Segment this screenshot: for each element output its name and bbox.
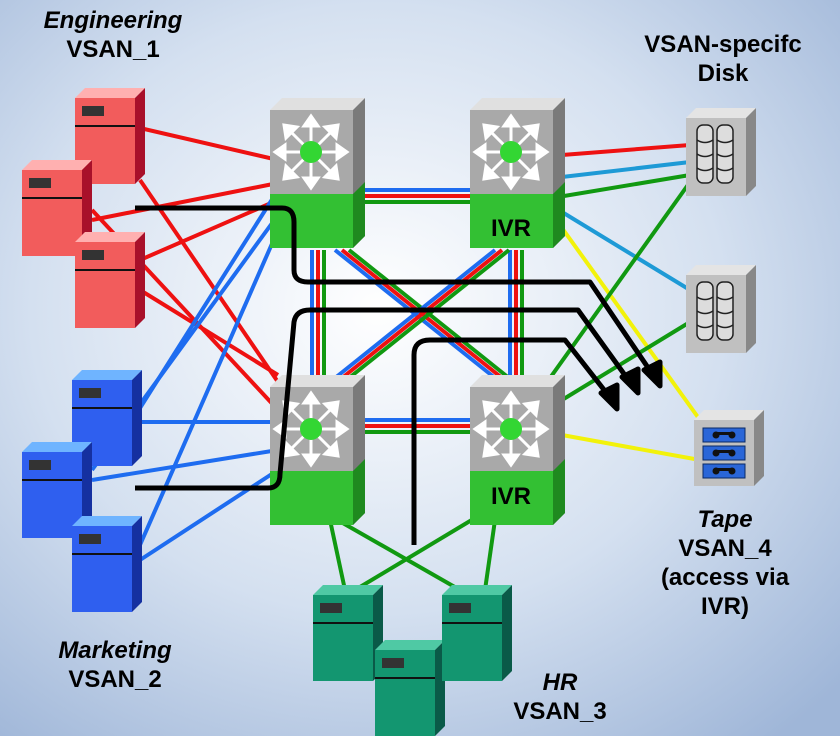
- tape-note-line1: (access via: [660, 564, 790, 591]
- switch-bottom-right-label: IVR: [491, 483, 531, 510]
- tape-name: Tape: [697, 506, 753, 533]
- engineering-label: Engineering VSAN_1: [18, 6, 208, 64]
- tape-note-line2: IVR): [701, 593, 749, 620]
- fabric-links: [90, 126, 702, 592]
- engineering-vsan: VSAN_1: [66, 36, 160, 63]
- link-swtr-tape-yellow: [560, 226, 702, 422]
- link-hr3-swbr: [483, 519, 497, 591]
- tape-vsan: VSAN_4: [678, 535, 772, 562]
- server-icon[interactable]: [375, 640, 445, 736]
- path-hr-to-tape: [411, 337, 614, 545]
- link-swtr-disk1-red: [561, 143, 691, 157]
- marketing-name: Marketing: [58, 637, 172, 664]
- server-icon[interactable]: [313, 585, 383, 681]
- engineering-name: Engineering: [43, 7, 183, 34]
- disk-array-icon[interactable]: [686, 108, 756, 196]
- server-icon[interactable]: [72, 516, 142, 612]
- link-swtl-disk1-green: [539, 173, 691, 202]
- disk-label-line1: VSAN-specifc: [644, 31, 802, 58]
- path-engineering-to-tape: [135, 205, 658, 380]
- link-eng3-swbl: [138, 288, 280, 377]
- link-swtr-disk1-lb: [561, 160, 691, 179]
- link-swbr-tape-yellow: [561, 433, 701, 462]
- link-mkt3-swtl: [138, 229, 280, 546]
- link-mkt2-swbl: [91, 448, 279, 482]
- link-swbr-disk1-green: [543, 180, 692, 387]
- trunk-cross: [333, 248, 511, 380]
- link-eng2-swtl: [91, 181, 279, 222]
- link-swtr-disk2-lb: [560, 210, 692, 292]
- marketing-label: Marketing VSAN_2: [20, 636, 210, 694]
- tape-label: Tape VSAN_4 (access via IVR): [620, 505, 830, 621]
- link-mkt3-swbl: [138, 468, 280, 562]
- server-icon[interactable]: [442, 585, 512, 681]
- hr-vsan: VSAN_3: [513, 698, 607, 725]
- link-hr1-swbr: [353, 513, 482, 592]
- link-hr1-swbl: [328, 519, 347, 591]
- path-marketing-to-tape: [135, 307, 635, 491]
- hr-label: HR VSAN_3: [490, 668, 630, 726]
- link-eng1-swbl: [138, 178, 282, 387]
- link-swbr-disk2-green: [560, 320, 692, 402]
- server-icon[interactable]: [75, 232, 145, 328]
- disk-array-icon[interactable]: [686, 265, 756, 353]
- disk-label-line2: Disk: [697, 60, 749, 87]
- disk-label: VSAN-specifc Disk: [608, 30, 838, 88]
- hr-name: HR: [542, 669, 578, 696]
- mds-switch-icon[interactable]: [270, 98, 365, 248]
- ivr-paths: [135, 205, 663, 545]
- link-eng1-swtl: [139, 126, 279, 162]
- switch-top-right-label: IVR: [491, 215, 531, 242]
- tape-library-icon[interactable]: [694, 410, 764, 486]
- marketing-vsan: VSAN_2: [68, 666, 162, 693]
